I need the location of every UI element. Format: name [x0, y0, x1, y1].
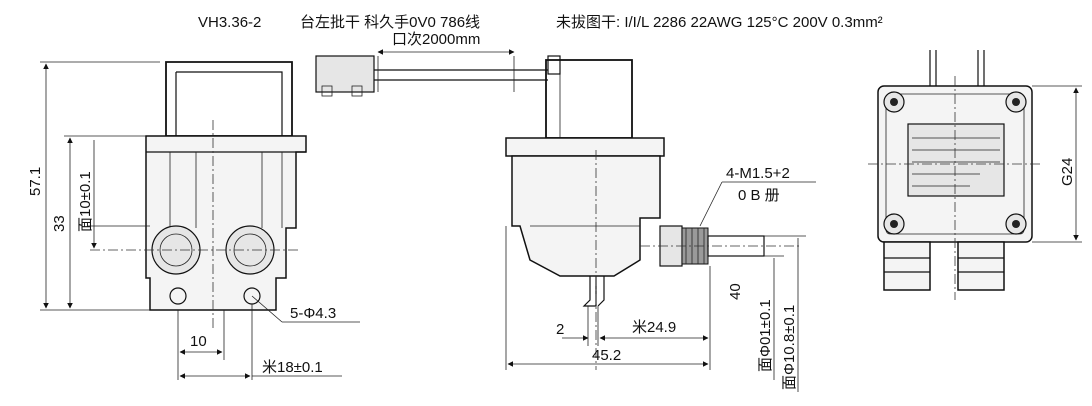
dim-10h-label: 10	[190, 333, 207, 350]
side-terminal	[547, 55, 561, 75]
dim-phi2-label: 面Φ10.8±0.1	[781, 305, 798, 390]
wire-connector	[315, 55, 375, 93]
wire-spec-label: 台左批干 科久手0V0 786线	[300, 14, 480, 31]
model-label: VH3.36-2	[198, 14, 261, 31]
thread-note: 4-M1.5+2	[726, 165, 790, 182]
connector-latch	[321, 85, 333, 97]
side-nozzle-right	[597, 276, 605, 307]
dim-57-label: 57.1	[27, 167, 44, 196]
thread-leader	[699, 181, 723, 227]
side-view: 4-M1.5+2 0 B 册 2 米24.9 45.2 40 面Φ01±0.1 …	[505, 55, 816, 392]
rating-label: 未拔图干: I/I/L 2286 22AWG 125°C 200V 0.3mm²	[556, 14, 883, 31]
coil-label-plate	[907, 123, 1005, 197]
dim-2-label: 2	[556, 321, 564, 338]
header: VH3.36-2 台左批干 科久手0V0 786线 口次2000mm 未拔图干:…	[198, 14, 883, 55]
port-left-inner	[159, 233, 193, 267]
screw-tl-center	[890, 98, 898, 106]
thread-note-2: 0 B 册	[738, 187, 780, 204]
dim-33-label: 33	[51, 215, 68, 232]
dim-24-label: 米24.9	[632, 319, 676, 336]
connector-latch-2	[351, 85, 363, 97]
wire-length-label: 口次2000mm	[392, 31, 480, 48]
port-bottom-right	[957, 241, 1005, 291]
coil-frame	[165, 61, 293, 137]
dim-40-label: 40	[727, 283, 744, 300]
coil-inner	[175, 71, 283, 136]
connector-and-cable	[315, 55, 548, 97]
dim-45-label: 45.2	[592, 347, 621, 364]
holes-leader	[251, 295, 283, 323]
dim-phi1-label: 面Φ01±0.1	[757, 299, 774, 372]
dim-holes-label: 5-Φ4.3	[290, 305, 336, 322]
screw-bl-center	[890, 220, 898, 228]
side-body-main	[511, 155, 661, 277]
screw-tr-center	[1012, 98, 1020, 106]
right-view: G24	[868, 50, 1082, 300]
front-view: 57.1 33 面10±0.1 10 5-Φ4.3 米18±0.1	[27, 61, 360, 380]
mount-hole-left	[169, 287, 187, 305]
side-coil	[545, 59, 633, 139]
side-nozzle-left	[582, 276, 597, 307]
screw-br-center	[1012, 220, 1020, 228]
dim-18-label: 米18±0.1	[262, 359, 323, 376]
dim-g24-label: G24	[1059, 158, 1076, 186]
port-bottom-left	[883, 241, 931, 291]
dim-10v-label: 面10±0.1	[77, 171, 94, 232]
side-body-top	[505, 137, 665, 157]
